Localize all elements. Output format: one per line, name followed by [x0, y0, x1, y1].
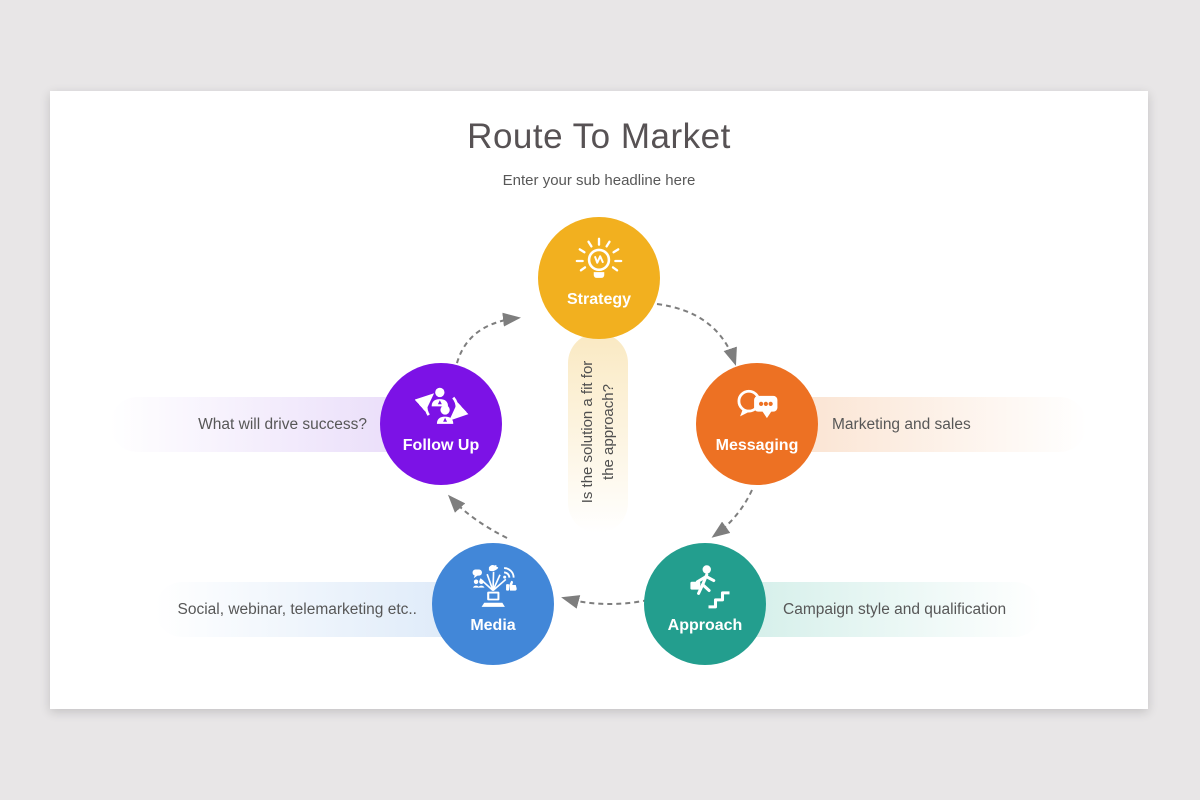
media-note-text: Social, webinar, telemarketing etc..	[177, 600, 417, 618]
followup-note-text: What will drive success?	[198, 415, 367, 433]
node-approach: Approach	[644, 543, 766, 665]
person-stairs-icon	[690, 565, 730, 609]
arrow-strategy-to-messaging	[656, 303, 737, 366]
arrow-messaging-to-approach	[711, 489, 753, 538]
arrow-media-to-followup	[447, 494, 508, 539]
node-label: Strategy	[566, 291, 632, 308]
people-sync-icon	[414, 387, 469, 424]
node-followup: Follow Up	[380, 363, 502, 485]
node-strategy: Strategy	[538, 217, 660, 339]
page-subtitle: Enter your sub headline here	[502, 172, 696, 189]
node-label: Follow Up	[402, 437, 480, 454]
laptop-social-icon	[472, 565, 517, 607]
lightbulb-icon	[575, 237, 623, 278]
flow-arrows	[447, 303, 753, 609]
page-title: Route To Market	[467, 117, 731, 156]
node-label: Media	[470, 617, 516, 634]
messaging-note-text: Marketing and sales	[832, 415, 971, 433]
arrow-followup-to-strategy	[454, 312, 521, 373]
node-label: Approach	[667, 617, 743, 634]
node-messaging: Messaging	[696, 363, 818, 485]
strategy-question-band	[568, 333, 628, 533]
slide: Route To Market Enter your sub headline …	[50, 91, 1148, 709]
node-media: Media	[432, 543, 554, 665]
node-label: Messaging	[715, 437, 799, 454]
arrow-approach-to-media	[561, 595, 649, 609]
chat-bubbles-icon	[737, 389, 778, 419]
approach-note-text: Campaign style and qualification	[783, 600, 1007, 618]
